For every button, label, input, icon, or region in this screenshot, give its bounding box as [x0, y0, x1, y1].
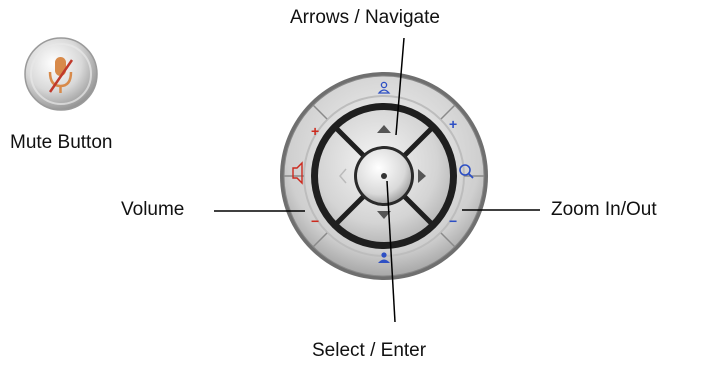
select-enter-label: Select / Enter: [312, 340, 426, 362]
navigation-pad: + − + −: [280, 72, 488, 280]
mute-button[interactable]: [25, 38, 97, 110]
zoom-out-minus-icon[interactable]: −: [449, 213, 457, 229]
zoom-in-plus-icon[interactable]: +: [449, 116, 457, 132]
zoom-label: Zoom In/Out: [551, 199, 657, 221]
volume-up-plus-icon[interactable]: +: [311, 123, 319, 139]
volume-down-minus-icon[interactable]: −: [311, 213, 319, 229]
center-dot-icon: [381, 173, 387, 179]
arrows-navigate-label: Arrows / Navigate: [290, 7, 440, 29]
volume-label: Volume: [121, 199, 184, 221]
mute-button-label: Mute Button: [10, 132, 112, 154]
